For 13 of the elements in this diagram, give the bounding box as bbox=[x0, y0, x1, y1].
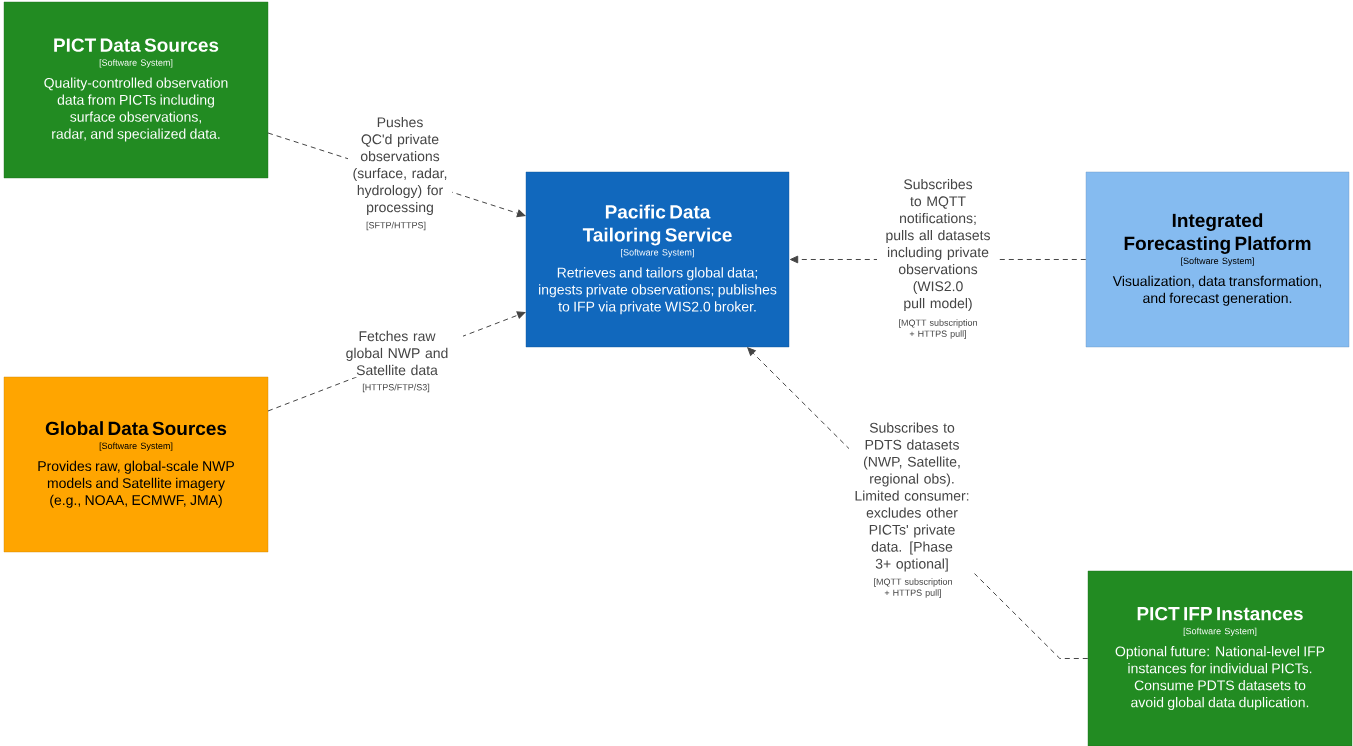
technology-label: [MQTT subscription + HTTPS pull] bbox=[899, 319, 977, 339]
edge-label: Fetches raw global NWP and Satellite data bbox=[331, 328, 463, 378]
system-box: PICT Data Sources [Software System] Quality-controlled observation data from PICTs including surface observations, radar, and specialized data. bbox=[3, 1, 269, 179]
edge-label: Subscribes to MQTT notifications; pulls all datasets including private observations (WIS2.0 pull model) bbox=[877, 176, 999, 313]
system-box: Global Data Sources [Software System] Provides raw, global-scale NWP models and Satellite imagery (e.g., NOAA, ECMWF, JMA) bbox=[3, 376, 269, 553]
edge-label: Subscribes to PDTS datasets (NWP, Satellite, regional obs). Limited consumer: excludes other PICTs' private data. [Phase 3+ optional] bbox=[849, 420, 975, 574]
system-box: PICT IFP Instances [Software System] Optional future: National-level IFP instances for individual PICTs. Consume PDTS datasets to avoid global data duplication. bbox=[1087, 570, 1353, 746]
technology-label: [MQTT subscription + HTTPS pull] bbox=[874, 578, 952, 598]
system-box: Integrated Forecasting Platform [Software System] Visualization, data transformation, and forecast generation. bbox=[1085, 171, 1350, 348]
edge-label: Pushes QC'd private observations (surface, radar, hydrology) for processing bbox=[348, 114, 452, 217]
technology-label: [SFTP/HTTPS] bbox=[366, 221, 426, 231]
technology-label: [HTTPS/FTP/S3] bbox=[362, 383, 430, 393]
system-box: Pacific Data Tailoring Service [Software System] Retrieves and tailors global data; ingests private observations; publishes to IFP via private WIS2.0 broker. bbox=[525, 171, 790, 348]
